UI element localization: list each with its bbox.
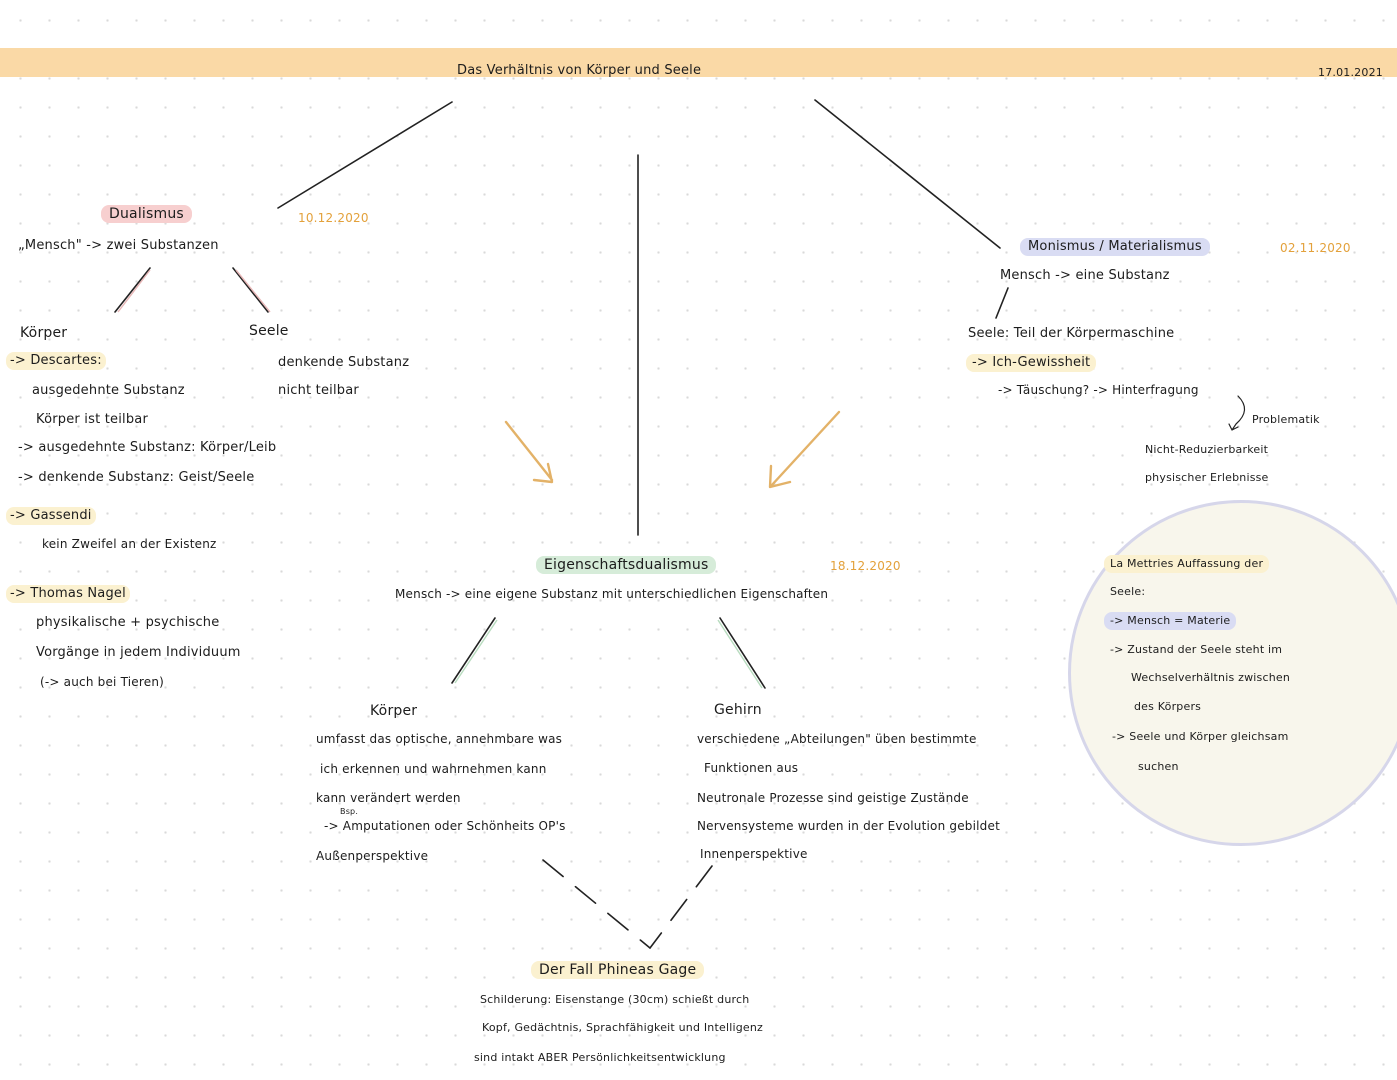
line-monismus-seele (995, 287, 1009, 319)
dualismus-definition: „Mensch" -> zwei Substanzen (18, 238, 219, 253)
monismus-title: Monismus / Materialismus (1020, 238, 1210, 256)
mettrie-line-7: -> Seele und Körper gleichsam (1112, 730, 1289, 743)
seele-item-1: denkende Substanz (278, 355, 410, 370)
descartes-item-1: ausgedehnte Substanz (32, 383, 185, 398)
line-eig-gehirn (719, 617, 766, 689)
gehirn-item-2: Funktionen aus (704, 761, 799, 775)
descartes-item-4: -> denkende Substanz: Geist/Seele (18, 470, 255, 485)
line-dual-seele (232, 267, 269, 313)
mettrie-line-2: Seele: (1110, 585, 1146, 598)
eigenschaft-definition: Mensch -> eine eigene Substanz mit unter… (395, 587, 829, 601)
gage-item-3: sind intakt ABER Persönlichkeitsentwickl… (474, 1051, 726, 1064)
mettrie-line-3: -> Mensch = Materie (1104, 612, 1237, 630)
mettrie-line-4: -> Zustand der Seele steht im (1110, 643, 1283, 656)
problem-label: Problematik (1252, 413, 1320, 426)
eigenschaft-date: 18.12.2020 (830, 559, 901, 573)
descartes-item-2: Körper ist teilbar (36, 412, 148, 427)
nagel-item-2: Vorgänge in jedem Individuum (36, 645, 241, 660)
mettrie-line-1: La Mettries Auffassung der (1104, 555, 1270, 573)
gage-item-2: Kopf, Gedächtnis, Sprachfähigkeit und In… (482, 1021, 764, 1034)
problem-item-2: physischer Erlebnisse (1145, 471, 1269, 484)
mettrie-line-8: suchen (1138, 760, 1179, 773)
problem-arrow (1228, 395, 1246, 431)
monismus-item-1: Seele: Teil der Körpermaschine (968, 326, 1175, 341)
eig-koerper-item-6: Außenperspektive (316, 849, 429, 863)
gassendi-label: -> Gassendi (6, 507, 96, 525)
dualismus-title: Dualismus (101, 205, 192, 223)
gehirn-item-3: Neutronale Prozesse sind geistige Zustän… (697, 791, 969, 805)
line-dual-koerper (114, 267, 151, 313)
monismus-item-2: -> Ich-Gewissheit (966, 354, 1097, 372)
page-date: 17.01.2021 (1318, 66, 1383, 79)
page-title: Das Verhältnis von Körper und Seele (457, 63, 702, 78)
line-eig-koerper (451, 617, 496, 684)
dualismus-koerper-label: Körper (20, 325, 68, 341)
nagel-item-3: (-> auch bei Tieren) (40, 675, 165, 689)
eigenschaft-koerper-label: Körper (370, 703, 418, 719)
eig-koerper-item-2: ich erkennen und wahrnehmen kann (320, 762, 547, 776)
monismus-definition: Mensch -> eine Substanz (1000, 268, 1170, 283)
eig-koerper-item-1: umfasst das optische, annehmbare was (316, 732, 563, 746)
title-bar (0, 48, 1397, 77)
gehirn-item-4: Nervensysteme wurden in der Evolution ge… (697, 819, 1000, 833)
gehirn-item-5: Innenperspektive (700, 847, 808, 861)
monismus-item-3: -> Täuschung? -> Hinterfragung (998, 383, 1199, 397)
gage-title: Der Fall Phineas Gage (531, 961, 705, 979)
dualismus-date: 10.12.2020 (298, 211, 369, 225)
gehirn-label: Gehirn (714, 702, 762, 718)
nagel-item-1: physikalische + psychische (36, 615, 220, 630)
gehirn-item-1: verschiedene „Abteilungen" üben bestimmt… (697, 732, 977, 746)
dash-right (649, 865, 713, 949)
mettrie-line-5: Wechselverhältnis zwischen (1131, 671, 1291, 684)
line-title-monismus (814, 99, 1001, 249)
nagel-label: -> Thomas Nagel (6, 585, 130, 603)
eig-koerper-item-3: kann verändert werden (316, 791, 461, 805)
eig-koerper-item-4: Bsp. (340, 807, 359, 816)
arrow-right-down (768, 410, 841, 489)
descartes-item-3: -> ausgedehnte Substanz: Körper/Leib (18, 440, 277, 455)
arrow-left-down (504, 420, 554, 484)
descartes-label: -> Descartes: (6, 352, 106, 370)
dash-left (542, 859, 651, 949)
gassendi-item: kein Zweifel an der Existenz (42, 537, 217, 551)
gage-item-1: Schilderung: Eisenstange (30cm) schießt … (480, 993, 750, 1006)
monismus-date: 02.11.2020 (1280, 241, 1351, 255)
seele-item-2: nicht teilbar (278, 383, 359, 398)
problem-item-1: Nicht-Reduzierbarkeit (1145, 443, 1269, 456)
dualismus-seele-label: Seele (249, 323, 289, 339)
mettrie-line-6: des Körpers (1134, 700, 1202, 713)
line-title-dualismus (277, 101, 453, 209)
eigenschaft-title: Eigenschaftsdualismus (536, 556, 717, 574)
eig-koerper-item-5: -> Amputationen oder Schönheits OP's (324, 819, 566, 833)
